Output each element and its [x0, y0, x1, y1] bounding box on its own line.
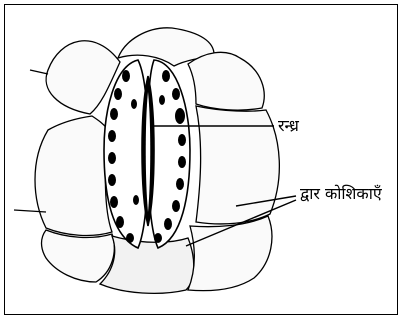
chloroplast — [176, 178, 184, 190]
epidermal-cell-bottom — [100, 236, 194, 293]
chloroplast — [110, 196, 118, 208]
chloroplast — [172, 200, 180, 212]
stoma-label: रन्ध्र — [278, 118, 299, 134]
epidermal-cell-bottom-left — [42, 230, 115, 282]
epidermal-cell-top-right — [188, 52, 264, 110]
chloroplast — [133, 195, 139, 205]
chloroplast — [164, 218, 172, 230]
chloroplast — [126, 233, 134, 243]
chloroplast — [159, 95, 165, 105]
chloroplast — [131, 99, 137, 109]
chloroplast — [108, 174, 116, 186]
epidermal-cell-left — [35, 116, 112, 235]
chloroplast — [114, 88, 122, 100]
chloroplast — [154, 233, 162, 243]
guard-cells-label: द्वार कोशिकाएँ — [300, 186, 382, 202]
chloroplast — [175, 108, 185, 124]
cell-wall-stub-left — [30, 70, 48, 74]
chloroplast — [116, 216, 124, 228]
chloroplast — [108, 130, 116, 142]
chloroplast — [178, 156, 186, 168]
chloroplast — [122, 70, 130, 82]
chloroplast — [162, 70, 170, 82]
chloroplast — [110, 108, 118, 120]
chloroplast — [172, 88, 180, 100]
chloroplast — [178, 134, 186, 146]
chloroplast — [108, 152, 116, 164]
